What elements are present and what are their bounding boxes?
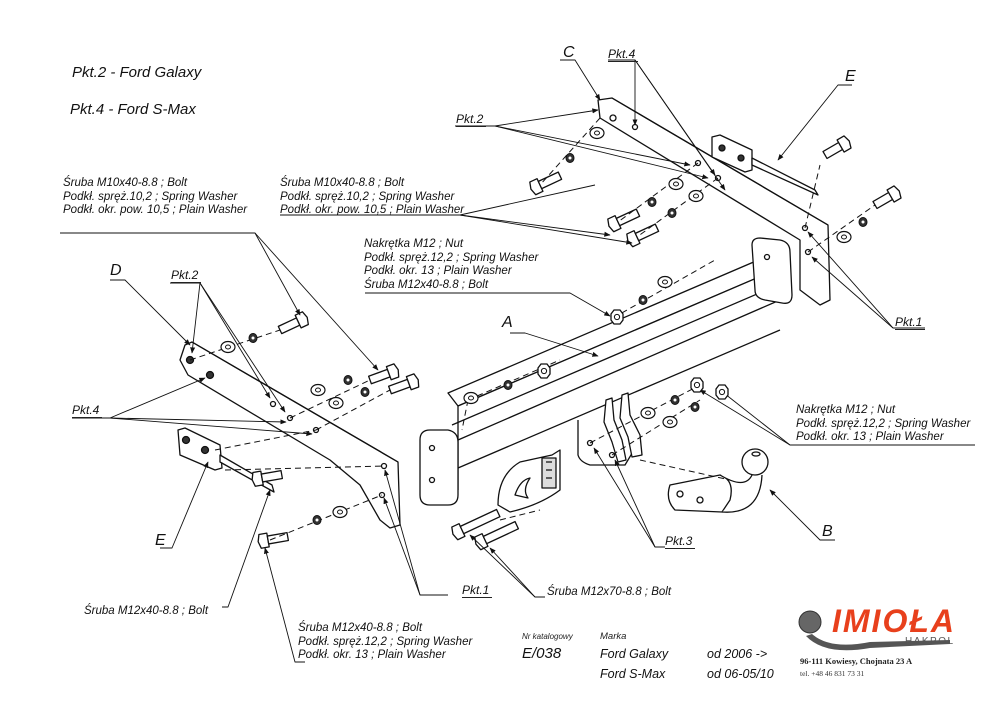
callout-nut-group-right: Nakrętka M12 ; Nut Podkł. spręż.12,2 ; S… — [796, 404, 970, 445]
catalog-number: E/038 — [522, 645, 562, 662]
plate-e-right — [711, 134, 819, 196]
part-letter-e-top: E — [845, 68, 856, 85]
bracket-d — [179, 341, 401, 529]
callout-line: Podkł. spręż.10,2 ; Spring Washer — [280, 190, 455, 203]
legend-pkt4: Pkt.4 - Ford S-Max — [70, 101, 196, 118]
pkt2-label-top: Pkt.2 — [456, 112, 487, 127]
part-letter-e-left: E — [155, 532, 166, 549]
callout-line: Podkł. okr. 13 ; Plain Washer — [796, 431, 944, 443]
company-sub-brand: HAKPOL — [905, 636, 955, 647]
callout-line: Podkł. spręż.12,2 ; Spring Washer — [298, 635, 473, 648]
company-logo-text: IMIOŁA — [832, 603, 956, 639]
callout-bolt-bottom-left: Śruba M12x40-8.8 ; Bolt — [84, 605, 209, 617]
callout-line: Śruba M12x40-8.8 ; Bolt — [298, 622, 423, 634]
callout-line: Podkł. okr. pow. 10,5 ; Plain Washer — [63, 204, 248, 216]
callout-bolt-group-bottom: Śruba M12x40-8.8 ; Bolt Podkł. spręż.12,… — [298, 622, 472, 663]
tow-ball-b — [667, 448, 769, 513]
callout-line: Śruba M10x40-8.8 ; Bolt — [63, 177, 188, 189]
model-name-2: Ford S-Max — [600, 667, 666, 681]
callout-line: Śruba M10x40-8.8 ; Bolt — [280, 177, 405, 189]
leader-lines — [60, 59, 975, 663]
callout-nut-group-top: Nakrętka M12 ; Nut Podkł. spręż.12,2 ; S… — [364, 238, 538, 292]
callout-line: Nakrętka M12 ; Nut — [796, 404, 896, 416]
model-year-1: od 2006 -> — [707, 647, 768, 661]
socket-plate — [497, 449, 561, 513]
crossbar-a — [419, 237, 793, 506]
part-letter-d: D — [110, 262, 122, 279]
pkt4-label-top: Pkt.4 — [608, 47, 639, 62]
bolts — [251, 135, 902, 551]
callout-line: Podkł. okr. 13 ; Plain Washer — [364, 265, 512, 277]
part-letter-c: C — [563, 44, 575, 61]
callout-left-bolt-group: Śruba M10x40-8.8 ; Bolt Podkł. spręż.10,… — [63, 177, 247, 218]
brand-label: Marka — [600, 631, 627, 642]
model-year-2: od 06-05/10 — [707, 667, 774, 681]
company-address: 96-111 Kowiesy, Chojnata 23 A — [800, 656, 913, 666]
catalog-number-label: Nr katalogowy — [522, 632, 573, 641]
bracket-c — [597, 97, 831, 306]
part-letter-b: B — [822, 523, 833, 540]
pkt4-label-left: Pkt.4 — [72, 403, 103, 418]
company-phone: tel. +48 46 831 73 31 — [800, 669, 865, 678]
company-logo-mark — [798, 610, 950, 651]
callout-line: Podkł. spręż.10,2 ; Spring Washer — [63, 190, 238, 203]
callout-line: Podkł. okr. pow. 10,5 ; Plain Washer — [280, 204, 465, 216]
callout-line: Nakrętka M12 ; Nut — [364, 238, 464, 250]
model-name-1: Ford Galaxy — [600, 647, 669, 661]
legend-pkt2: Pkt.2 - Ford Galaxy — [72, 64, 202, 81]
pkt3-label: Pkt.3 — [665, 534, 696, 549]
callout-line: Podkł. okr. 13 ; Plain Washer — [298, 649, 446, 661]
pkt1-label-right: Pkt.1 — [895, 315, 926, 330]
pkt2-label-left: Pkt.2 — [171, 268, 202, 283]
pkt1-label-bottom: Pkt.1 — [462, 583, 493, 598]
callout-line: Podkł. spręż.12,2 ; Spring Washer — [796, 417, 971, 430]
callout-bolt-m12x70: Śruba M12x70-8.8 ; Bolt — [547, 586, 672, 598]
part-letter-a: A — [502, 314, 513, 331]
callout-line: Śruba M12x40-8.8 ; Bolt — [364, 278, 489, 291]
callout-center-bolt-group: Śruba M10x40-8.8 ; Bolt Podkł. spręż.10,… — [280, 177, 464, 218]
callout-line: Podkł. spręż.12,2 ; Spring Washer — [364, 251, 539, 264]
